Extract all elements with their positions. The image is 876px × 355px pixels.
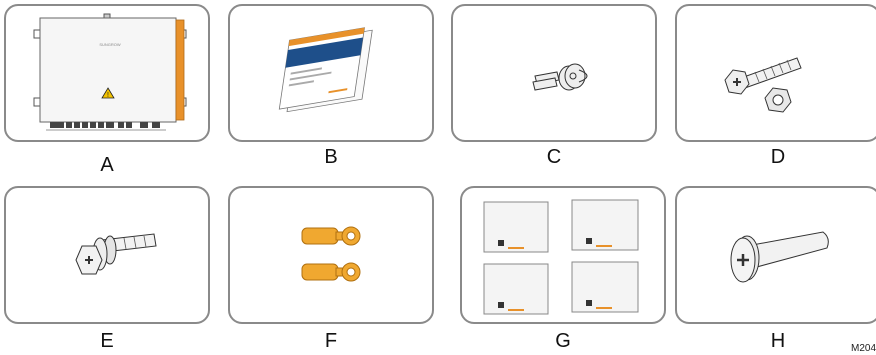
svg-text:!: ! — [107, 92, 109, 99]
item-label-b: B — [324, 146, 338, 168]
item-card-e — [4, 186, 210, 324]
combiner-box-image: SUNGROW ! — [33, 13, 187, 131]
item-card-c — [451, 4, 657, 142]
figure-code: M204 — [850, 343, 876, 354]
labels-image — [483, 199, 639, 315]
item-label-d: D — [770, 146, 786, 168]
item-label-g: G — [555, 330, 571, 352]
bolt-and-nut-image — [724, 57, 802, 113]
item-label-e: E — [100, 330, 114, 352]
bolt-assembly-image — [75, 233, 157, 275]
item-card-g — [460, 186, 666, 324]
item-card-h — [675, 186, 876, 324]
item-card-d — [675, 4, 876, 142]
screw-image — [730, 231, 829, 283]
item-label-c: C — [546, 146, 562, 168]
item-label-h: H — [770, 330, 786, 352]
svg-text:SUNGROW: SUNGROW — [99, 42, 121, 47]
item-card-a: SUNGROW ! — [4, 4, 210, 142]
item-label-a: A — [100, 154, 114, 176]
item-card-b — [228, 4, 434, 142]
item-label-f: F — [324, 330, 338, 352]
keys-image — [532, 63, 588, 91]
documents-image — [278, 27, 373, 113]
ring-terminals-image — [301, 226, 361, 282]
item-card-f — [228, 186, 434, 324]
